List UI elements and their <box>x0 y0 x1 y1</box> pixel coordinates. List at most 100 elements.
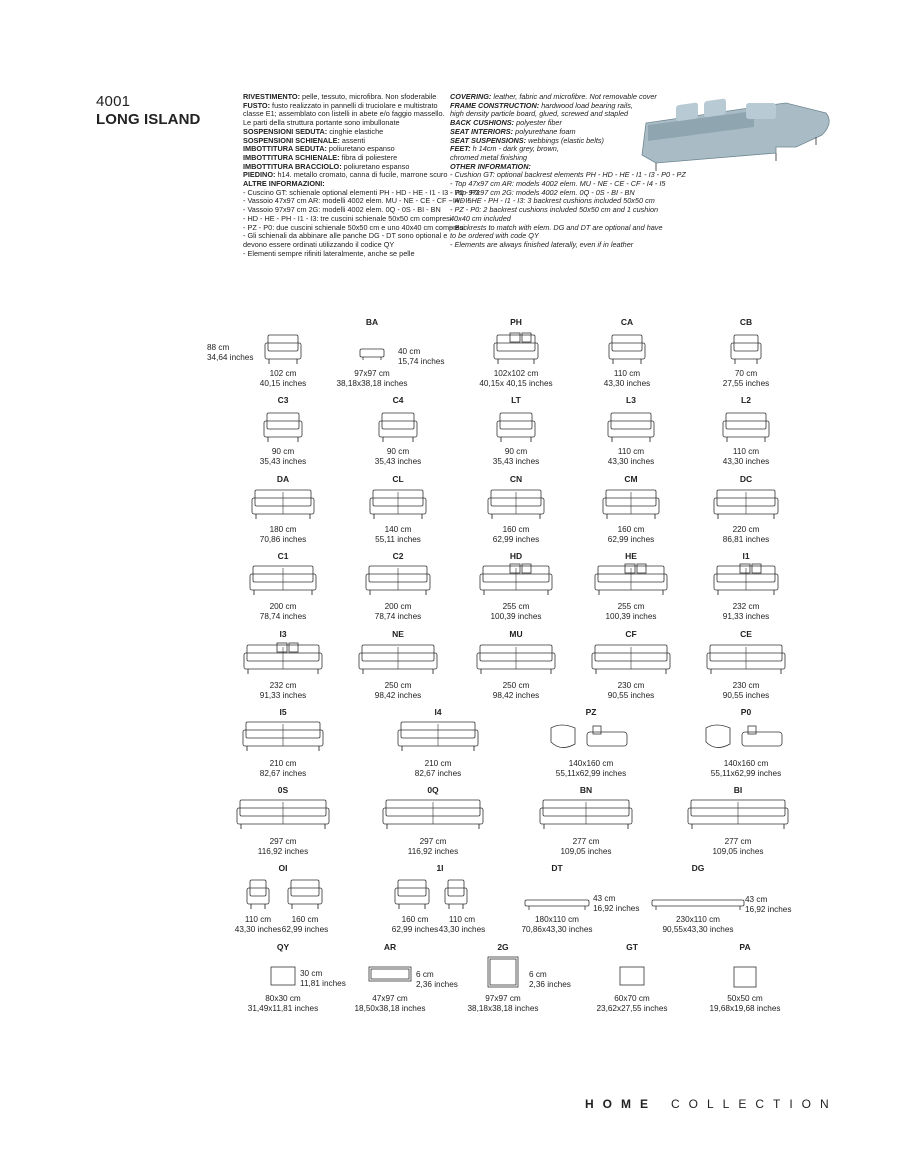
element-code: L3 <box>626 395 636 405</box>
spec-line: BACK CUSHIONS: polyester fiber <box>450 118 562 128</box>
element-drawing-side <box>264 334 302 364</box>
element-drawing-ne <box>358 644 438 674</box>
element-drawing-qy <box>270 966 296 986</box>
element-drawing-ar <box>368 966 412 982</box>
element-code: OI <box>278 863 288 873</box>
element-code: PH <box>510 317 522 327</box>
spec-line: FEET: h 14cm - dark grey, brown, <box>450 144 559 154</box>
spec-line: high density particle board, glued, scre… <box>450 109 629 119</box>
spec-line: - Elements are always finished laterally… <box>450 239 634 249</box>
element-code: I1 <box>742 551 750 561</box>
spec-line: - Top 47x97 cm AR: models 4002 elem. MU … <box>450 179 666 189</box>
spec-line: - HD - HE - PH - I1 - I3: tre cuscini sc… <box>243 213 452 223</box>
spec-line: Le parti della struttura portante sono i… <box>243 118 400 128</box>
element-drawing-c4 <box>378 412 418 442</box>
element-code: GT <box>626 942 638 952</box>
element-drawing-cn <box>487 489 545 519</box>
element-code: L2 <box>741 395 751 405</box>
spec-english: COVERING: leather, fabric and microfibre… <box>450 92 686 250</box>
element-code: C2 <box>392 551 404 561</box>
element-code: DC <box>739 474 753 484</box>
element-code: BN <box>579 785 593 795</box>
spec-line: COVERING: leather, fabric and microfibre… <box>450 92 657 101</box>
element-code: BI <box>733 785 743 795</box>
element-drawing-dg <box>651 899 745 910</box>
element-code: CF <box>625 629 637 639</box>
element-drawing-cf <box>591 644 671 674</box>
element-drawing-bi <box>687 799 789 829</box>
footer-collection: COLLECTION <box>671 1097 838 1111</box>
spec-line: - Cushion GT: optional backrest elements… <box>450 170 686 180</box>
spec-line: IMBOTTITURA SCHIENALE: fibra di polieste… <box>243 152 398 162</box>
spec-line: ALTRE INFORMAZIONI: <box>243 179 325 189</box>
element-code: CM <box>624 474 638 484</box>
element-drawing-i3 <box>243 642 323 674</box>
element-code: 0S <box>277 785 289 795</box>
spec-line: devono essere ordinati utilizzando il co… <box>243 239 395 249</box>
element-code: 1I <box>436 863 444 873</box>
spec-line: SOSPENSIONI SEDUTA: cinghie elastiche <box>243 126 384 136</box>
element-drawing-ce <box>706 644 786 674</box>
element-code: P0 <box>740 707 752 717</box>
element-code: C4 <box>392 395 404 405</box>
element-code: HD <box>509 551 523 561</box>
spec-line: FRAME CONSTRUCTION: hardwood load bearin… <box>450 100 633 110</box>
spec-line: RIVESTIMENTO: pelle, tessuto, microfibra… <box>243 92 437 101</box>
element-code: PA <box>739 942 751 952</box>
element-drawing-mu <box>476 644 556 674</box>
spec-line: SEAT INTERIORS: polyurethane foam <box>450 126 576 136</box>
element-code: 0Q <box>427 785 439 795</box>
element-drawing-c2 <box>365 565 431 595</box>
element-drawing-0q <box>382 799 484 829</box>
spec-line: IMBOTTITURA BRACCIOLO: poliuretano espan… <box>243 161 410 171</box>
element-code: HE <box>625 551 637 561</box>
spec-line: - Vassoio 97x97 cm 2G: modelli 4002 elem… <box>243 205 441 215</box>
element-drawing-l3 <box>607 412 655 442</box>
element-code: DG <box>691 863 705 873</box>
element-code: 2G <box>497 942 509 952</box>
footer-brand: HOME COLLECTION <box>585 1097 838 1111</box>
element-code: CL <box>392 474 404 484</box>
element-drawing-i1 <box>713 563 779 595</box>
element-code: MU <box>509 629 523 639</box>
spec-line: - Gli schienali da abbinare alle panche … <box>243 231 448 241</box>
element-code: DT <box>551 863 563 873</box>
element-code: CB <box>739 317 753 327</box>
element-drawing-l2 <box>722 412 770 442</box>
element-drawing-dc <box>713 489 779 519</box>
element-code: CA <box>620 317 634 327</box>
spec-line: - Vassoio 47x97 cm AR: modelli 4002 elem… <box>243 196 472 206</box>
element-drawing-oi <box>246 879 323 909</box>
footer-home: HOME <box>585 1097 657 1111</box>
sofa-photo <box>641 98 830 171</box>
element-drawing-2g <box>487 956 519 988</box>
